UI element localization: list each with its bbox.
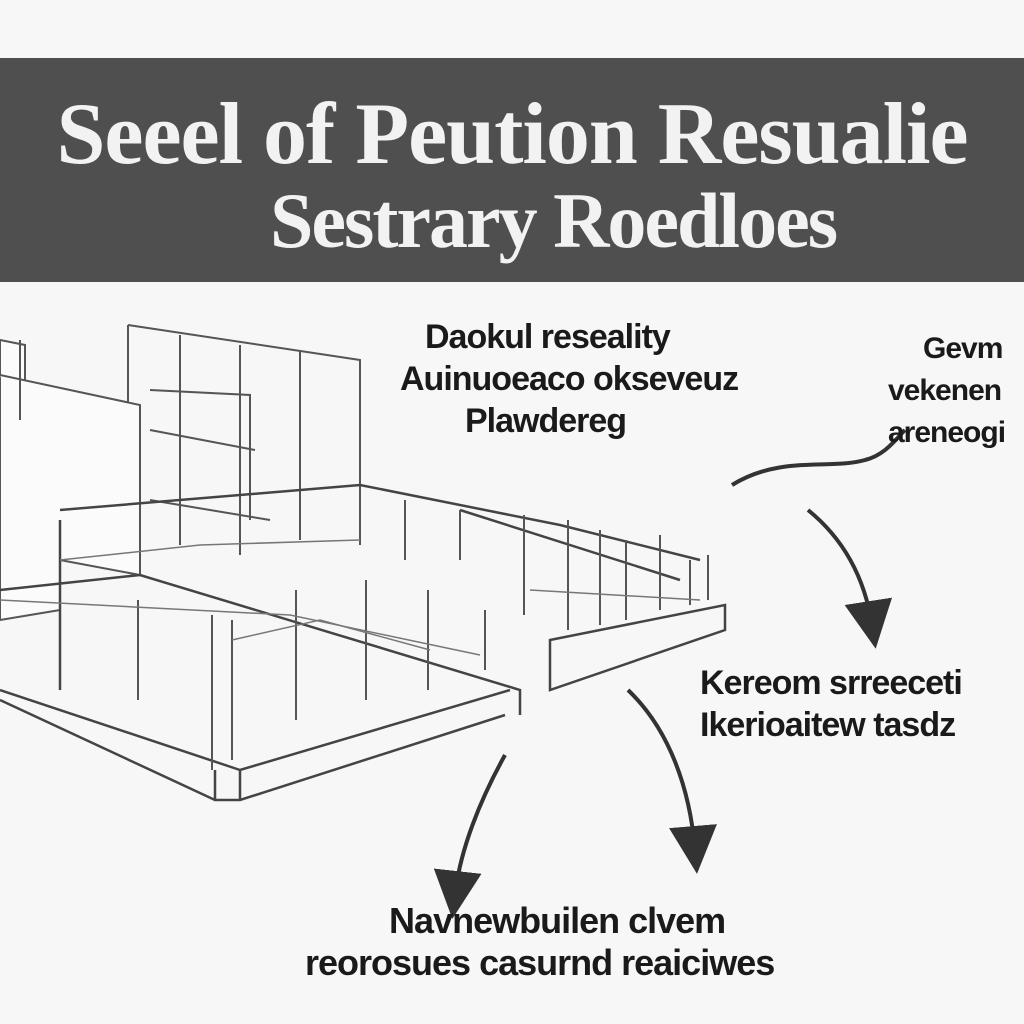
label-top-right: Gevm vekenen areneogi: [888, 328, 1006, 454]
platform-deck: [0, 483, 727, 802]
floor-lines: [0, 539, 701, 656]
label-top-right-line-1: Gevm: [923, 332, 1003, 365]
title-line-1: Seeel of Peution Resualie: [56, 86, 968, 183]
title-line-2: Sestrary Roedloes: [270, 177, 838, 264]
arrow-bottom-left: [433, 754, 507, 919]
label-bottom-line-1: Navnewbuilen clvem: [389, 900, 726, 941]
label-bottom-line-2: reorosues casurnd reaiciwes: [305, 942, 775, 983]
label-top-center: Daokul reseality Auinuoeaco okseveuz Pla…: [400, 316, 739, 442]
label-top-right-line-3: areneogi: [888, 416, 1006, 449]
railing-posts: [137, 500, 709, 770]
label-top-center-line-3: Plawdereg: [465, 402, 627, 440]
label-top-center-line-1: Daokul reseality: [425, 318, 671, 356]
arrow-middle-down: [626, 688, 717, 874]
back-frame: [127, 324, 361, 560]
label-middle-right: Kereom srreeceti Ikerioaitew tasdz: [700, 662, 963, 746]
arrow-right-down: [806, 508, 893, 649]
left-block: [0, 338, 141, 622]
label-top-right-line-2: vekenen: [888, 374, 1002, 407]
arrow-squiggle-top: [730, 428, 907, 487]
label-middle-right-line-1: Kereom srreeceti: [700, 664, 963, 702]
label-middle-right-line-2: Ikerioaitew tasdz: [700, 706, 956, 744]
label-top-center-line-2: Auinuoeaco okseveuz: [400, 360, 739, 398]
title-banner: [0, 58, 1024, 282]
arrows: [433, 428, 907, 919]
label-bottom: Navnewbuilen clvem reorosues casurnd rea…: [305, 900, 775, 984]
